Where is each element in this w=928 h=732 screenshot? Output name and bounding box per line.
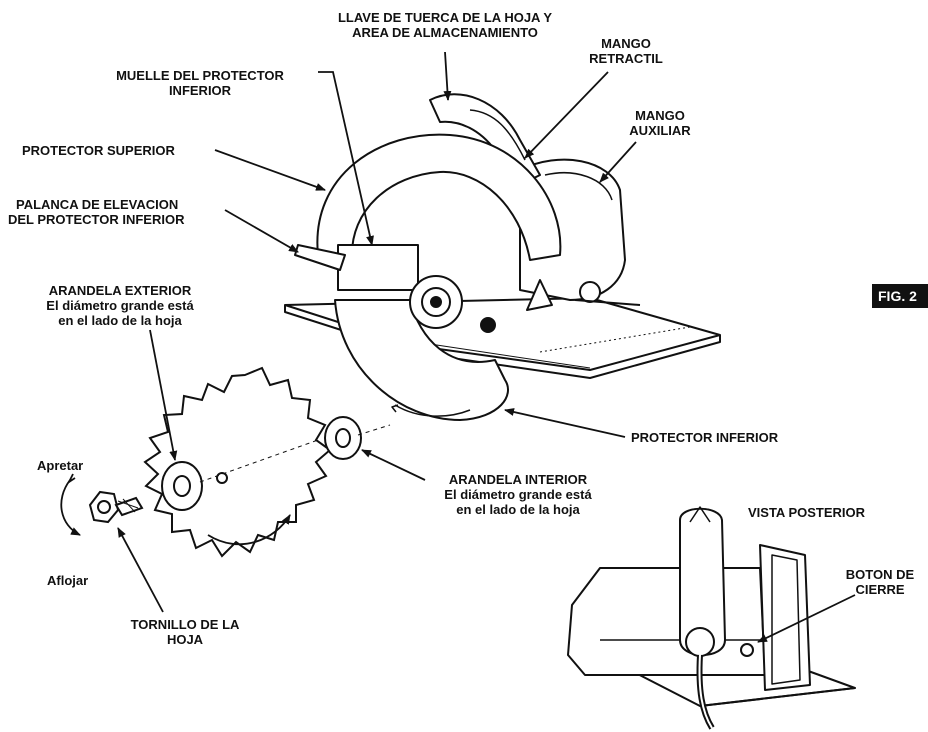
lower-guard	[334, 299, 509, 421]
label-rear-view: VISTA POSTERIOR	[748, 505, 866, 520]
leader-aux-handle	[599, 141, 637, 183]
leader-lower-guard	[504, 408, 626, 438]
leader-lines	[117, 51, 856, 643]
leader-inner-washer	[361, 449, 426, 481]
label-lower-guard-spring: MUELLE DEL PROTECTOR INFERIOR	[116, 68, 284, 98]
label-tighten: Apretar	[37, 458, 84, 473]
label-outer-washer: ARANDELA EXTERIOR El diámetro grande est…	[46, 283, 194, 328]
label-upper-guard: PROTECTOR SUPERIOR	[22, 143, 175, 158]
label-retract-handle: MANGO RETRACTIL	[589, 36, 663, 66]
leader-lower-guard-spring	[318, 71, 374, 246]
saw-blade	[143, 366, 332, 558]
leader-lock-button	[757, 594, 856, 643]
leader-upper-guard	[214, 149, 326, 191]
leader-blade-wrench	[443, 51, 452, 101]
blade-screw	[60, 473, 144, 536]
label-lower-guard: PROTECTOR INFERIOR	[631, 430, 779, 445]
label-blade-wrench: LLAVE DE TUERCA DE LA HOJA Y AREA DE ALM…	[337, 10, 553, 40]
leader-blade-screw	[117, 527, 164, 613]
inner-washer	[324, 416, 391, 460]
leader-retract-handle	[524, 71, 609, 159]
figure-tag: FIG. 2	[872, 284, 928, 308]
leader-outer-washer	[149, 329, 178, 461]
outer-washer	[161, 439, 319, 511]
label-loosen: Aflojar	[47, 573, 89, 588]
upper-guard	[316, 133, 562, 261]
label-blade-screw: TORNILLO DE LA HOJA	[130, 617, 240, 647]
leader-lower-guard-lever	[224, 209, 299, 253]
label-inner-washer: ARANDELA INTERIOR El diámetro grande est…	[444, 472, 592, 517]
label-lock-button: BOTON DE CIERRE	[845, 567, 915, 597]
label-aux-handle: MANGO AUXILIAR	[629, 108, 691, 138]
circular-saw	[284, 93, 721, 421]
rear-view-saw	[567, 506, 856, 730]
label-lower-guard-lever: PALANCA DE ELEVACION DEL PROTECTOR INFER…	[8, 197, 185, 227]
